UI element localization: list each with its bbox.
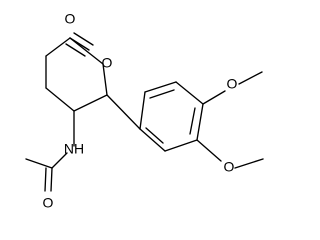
bond-network — [25, 32, 264, 192]
benzene-inner-double-1 — [149, 89, 175, 99]
atom-labels: O O NH O O O — [43, 11, 238, 211]
benzene-bond-3 — [175, 81, 204, 105]
benzene-bond-1 — [139, 91, 146, 130]
amide-methyl-bond — [25, 158, 53, 169]
ring-bond-6 — [69, 37, 104, 65]
amide-carbonyl-double-bond — [44, 167, 47, 192]
benzene-inner-double-3 — [145, 127, 164, 144]
benzene-inner-double-2 — [189, 107, 196, 135]
ring-bond-1 — [45, 37, 71, 57]
bottom-methoxy-oxygen-label: O — [224, 159, 235, 175]
chemical-structure-diagram: O O NH O O O — [25, 11, 264, 211]
benzene-bond-5 — [164, 139, 198, 152]
amide-bond-1 — [51, 152, 68, 169]
lactone-carbonyl-double-bond-bottom — [65, 43, 86, 57]
ring-bond-3 — [45, 87, 75, 112]
lactone-carbonyl-double-bond — [73, 32, 94, 46]
benzene-bond-6 — [139, 128, 166, 152]
methoxy-top-bond-2 — [238, 71, 263, 85]
benzene-bond-4 — [196, 103, 204, 141]
carbonyl-oxygen-label: O — [65, 11, 76, 27]
methoxy-bottom-bond-1 — [196, 139, 222, 162]
ring-bond-5 — [102, 63, 108, 96]
amide-carbonyl-bond — [50, 167, 53, 192]
amide-nitrogen-label: NH — [64, 141, 84, 157]
structure-canvas: O O NH O O O — [25, 10, 264, 211]
methoxy-bottom-bond-2 — [234, 158, 264, 169]
ring-oxygen-label: O — [102, 55, 113, 71]
benzene-bond-2 — [144, 81, 177, 93]
methoxy-top-bond-1 — [202, 90, 226, 105]
ring-bond-4 — [73, 94, 108, 112]
aryl-link-bond — [106, 94, 141, 130]
amide-oxygen-label: O — [43, 195, 54, 211]
top-methoxy-oxygen-label: O — [227, 76, 238, 92]
